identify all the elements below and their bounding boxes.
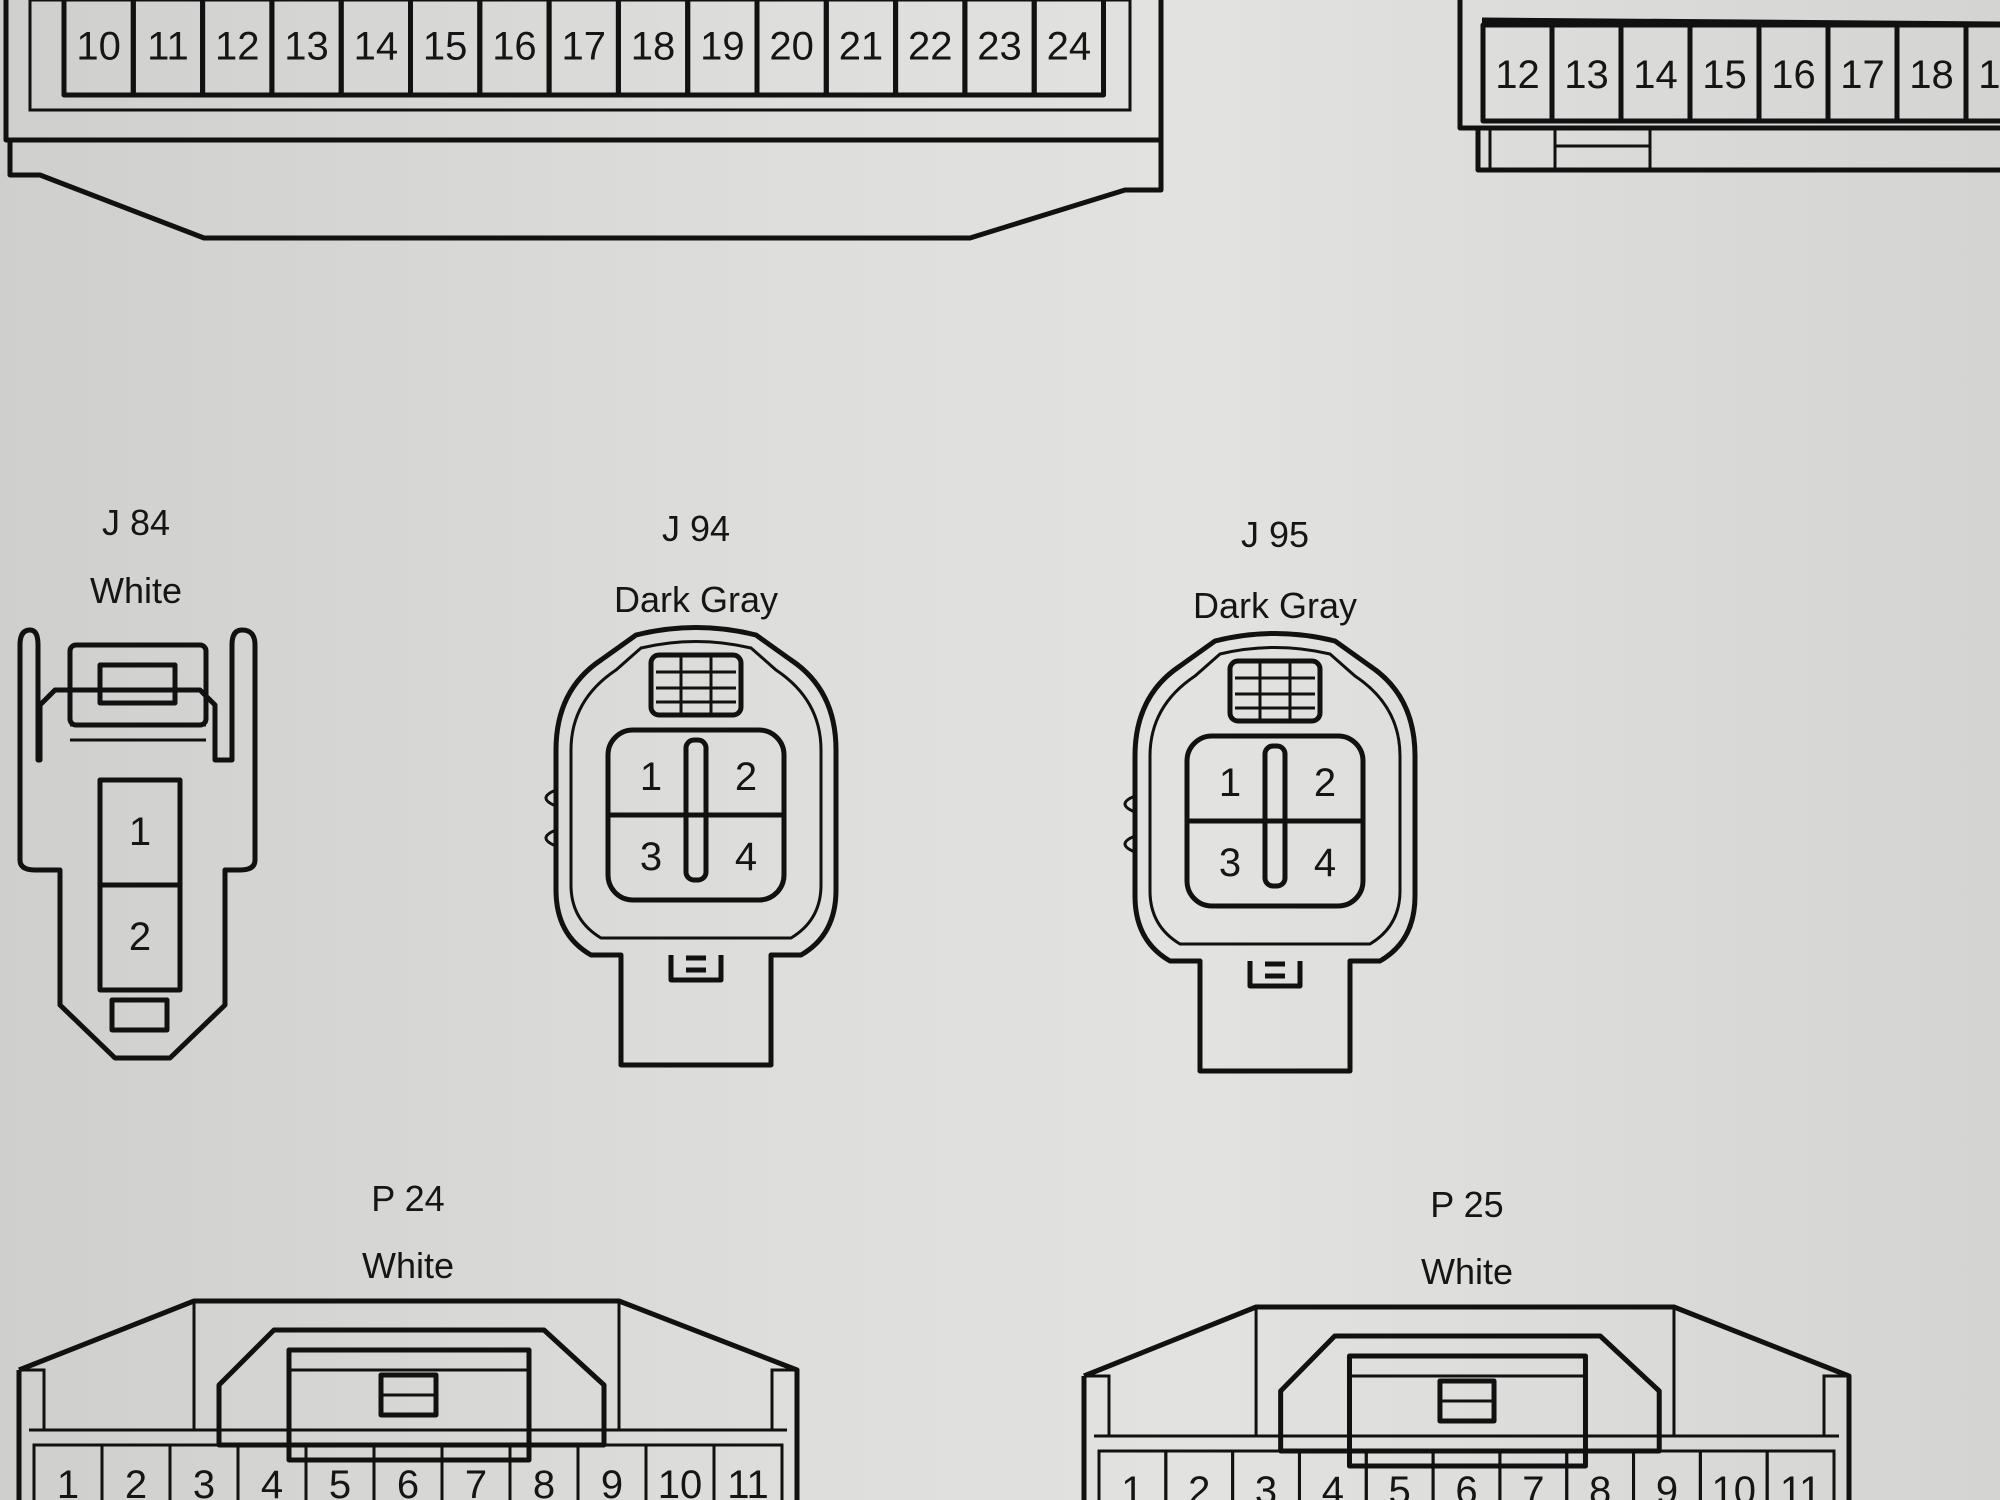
connector-top-left: 10 11 12 13 14 15 16 17 18 19 20 21 22 23 24 bbox=[3, 0, 1164, 241]
connector-color: White bbox=[1421, 1251, 1513, 1292]
connector-top-right: 12 13 14 15 16 17 18 19 bbox=[1457, 0, 2000, 173]
pin-label: 7 bbox=[465, 1463, 487, 1500]
pin-label: 9 bbox=[601, 1463, 623, 1500]
pin-label: 8 bbox=[533, 1463, 555, 1500]
pin-label: 14 bbox=[1633, 53, 1678, 97]
pin-label: 8 bbox=[1589, 1469, 1611, 1500]
pin-label: 17 bbox=[562, 24, 607, 68]
pin-cell bbox=[1031, 0, 1106, 98]
connector-id: P 24 bbox=[371, 1178, 444, 1219]
pin-label: 23 bbox=[977, 24, 1022, 68]
pin-label: 3 bbox=[1219, 841, 1241, 885]
pin-cell bbox=[712, 1443, 784, 1500]
pin-label: 4 bbox=[1322, 1469, 1344, 1500]
pin-label: 2 bbox=[1188, 1469, 1210, 1500]
pin-label: 1 bbox=[640, 755, 662, 799]
connector-j84: J 84 White 1 2 bbox=[17, 502, 258, 1061]
pin-label: 20 bbox=[769, 24, 814, 68]
pin-label: 1 bbox=[57, 1463, 79, 1500]
pin-label: 1 bbox=[129, 810, 151, 854]
pin-label: 9 bbox=[1656, 1469, 1678, 1500]
pin-label: 19 bbox=[700, 24, 745, 68]
connector-color: White bbox=[362, 1245, 454, 1286]
pin-cell bbox=[1963, 22, 2000, 124]
pin-label: 13 bbox=[1564, 53, 1609, 97]
connector-color: Dark Gray bbox=[614, 579, 778, 620]
pin-label: 11 bbox=[147, 24, 189, 68]
pin-label: 22 bbox=[908, 24, 953, 68]
pin-label: 3 bbox=[640, 835, 662, 879]
pin-label: 16 bbox=[492, 24, 537, 68]
pin-label: 11 bbox=[1780, 1469, 1822, 1500]
pin-label: 16 bbox=[1771, 53, 1816, 97]
pin-label: 12 bbox=[215, 24, 260, 68]
pin-label: 6 bbox=[1455, 1469, 1477, 1500]
pin-label: 1 bbox=[1219, 761, 1241, 805]
pin-label: 14 bbox=[354, 24, 399, 68]
pin-label: 2 bbox=[129, 915, 151, 959]
pin-label: 10 bbox=[658, 1463, 703, 1500]
pin-label: 5 bbox=[329, 1463, 351, 1500]
connector-p24: P 24 White 1 2 3 4 5 6 7 8 9 10 11 bbox=[16, 1178, 800, 1500]
pin-label: 4 bbox=[261, 1463, 283, 1500]
pin-label: 19 bbox=[1978, 53, 2000, 97]
connector-color: Dark Gray bbox=[1193, 585, 1357, 626]
connector-p25: P 25 White 1 2 3 4 5 6 7 8 9 10 11 bbox=[1081, 1184, 1852, 1500]
connector-color: White bbox=[90, 570, 182, 611]
connector-id: P 25 bbox=[1430, 1184, 1503, 1225]
pin-label: 4 bbox=[735, 835, 757, 879]
pin-label: 4 bbox=[1314, 841, 1336, 885]
pin-label: 10 bbox=[76, 24, 121, 68]
pin-cell bbox=[1765, 1449, 1836, 1500]
connector-id: J 95 bbox=[1241, 514, 1309, 555]
pin-label: 10 bbox=[1712, 1469, 1757, 1500]
pin-label: 11 bbox=[727, 1463, 769, 1500]
pin-label: 2 bbox=[735, 755, 757, 799]
pin-label: 3 bbox=[193, 1463, 215, 1500]
pin-label: 5 bbox=[1389, 1469, 1411, 1500]
connector-j95: J 95 Dark Gray 1 2 3 4 bbox=[1123, 514, 1418, 1074]
pin-label: 18 bbox=[1909, 53, 1954, 97]
pin-label: 21 bbox=[839, 24, 884, 68]
pin-label: 3 bbox=[1255, 1469, 1277, 1500]
pin-label: 2 bbox=[125, 1463, 147, 1500]
pin-label: 13 bbox=[284, 24, 329, 68]
pin-label: 6 bbox=[397, 1463, 419, 1500]
pin-label: 18 bbox=[631, 24, 676, 68]
pin-label: 12 bbox=[1495, 53, 1540, 97]
connector-j94: J 94 Dark Gray 1 2 3 4 bbox=[544, 508, 839, 1068]
pin-label: 24 bbox=[1047, 24, 1092, 68]
pin-label: 17 bbox=[1840, 53, 1885, 97]
pin-label: 1 bbox=[1121, 1469, 1143, 1500]
pin-label: 7 bbox=[1522, 1469, 1544, 1500]
connector-id: J 84 bbox=[102, 502, 170, 543]
connector-id: J 94 bbox=[662, 508, 730, 549]
pin-label: 15 bbox=[423, 24, 468, 68]
pin-label: 2 bbox=[1314, 761, 1336, 805]
pin-label: 15 bbox=[1702, 53, 1747, 97]
